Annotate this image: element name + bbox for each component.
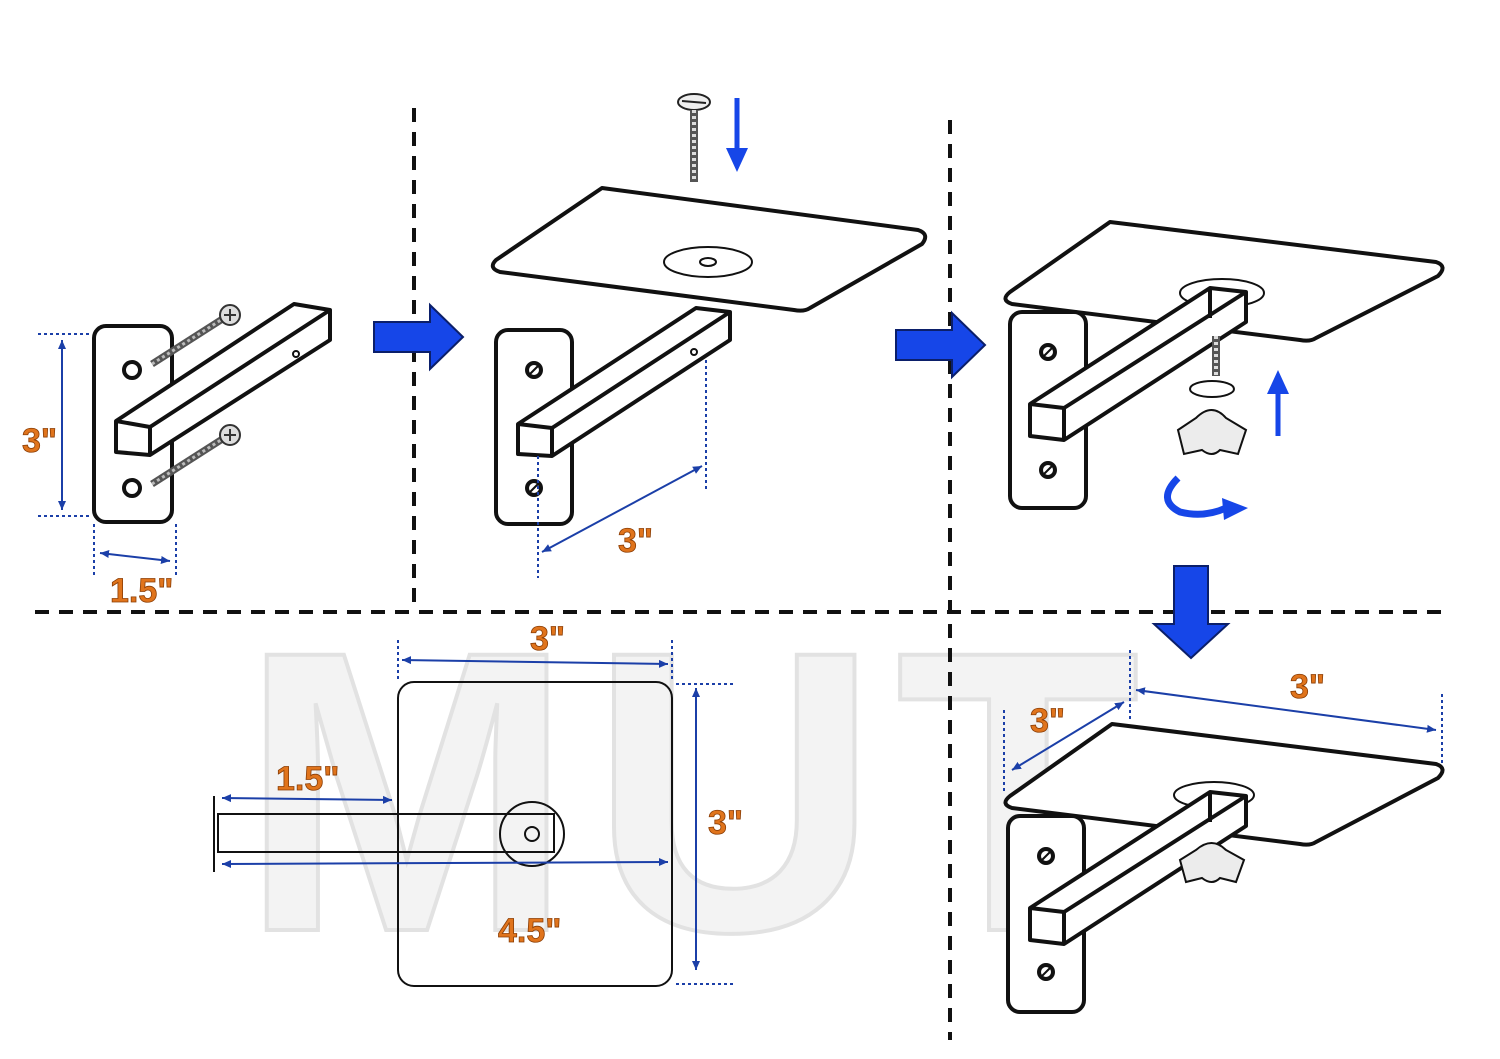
wing-nut-icon [1176,409,1248,456]
screw-icon [150,424,241,487]
dimension-lines [38,333,177,578]
rotate-icon [1164,475,1248,520]
step1-width-label: 1.5" [110,572,173,610]
arm-length-label: 1.5" [276,760,339,798]
step4-width-label: 3" [1290,668,1325,706]
watermark-text: MUT [240,568,1140,1015]
arrow-right-icon [373,302,465,372]
step1-panel: 3" 1.5" [22,302,332,610]
dimension-lines [537,360,707,578]
step2-panel: 3" [490,93,928,578]
plate-width-label: 3" [530,620,565,658]
washer-icon [1189,380,1235,398]
dimension-lines [221,640,736,985]
arrow-down-icon [726,98,748,172]
step3-panel [1003,220,1445,520]
top-view-panel: 3" 3" 1.5" 4.5" [213,620,743,987]
step1-height-label: 3" [22,422,57,460]
step4-panel: 3" 3" [1003,650,1445,1014]
arrow-right-icon [895,310,987,380]
screw-icon [150,304,241,367]
shelf-plate [490,186,928,313]
square-tube-arm [114,302,332,457]
arrow-down-icon [1151,565,1231,660]
wing-nut-icon [1178,842,1246,884]
panel-separators [35,108,1450,1040]
square-tube-arm [1028,286,1248,442]
plate-outline [397,681,673,987]
plate-height-label: 3" [708,804,743,842]
square-tube-arm [1028,790,1248,946]
step4-depth-label: 3" [1030,702,1065,740]
arrow-up-icon [1267,370,1289,436]
total-length-label: 4.5" [498,912,561,950]
screw-icon [677,93,711,182]
step2-arm-label: 3" [618,522,653,560]
square-tube-arm [516,306,732,458]
dimension-lines [1003,650,1443,794]
